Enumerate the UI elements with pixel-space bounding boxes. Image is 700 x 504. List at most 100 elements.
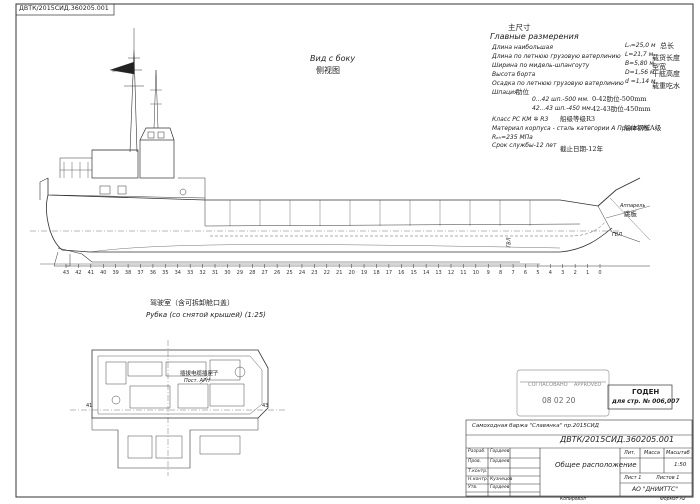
title-name-1: Гордеев [490,459,510,464]
dim-row-val-1: L=21,7 м [625,51,654,58]
spacing-label-ru: Шпация [492,89,518,96]
side-view-label-cn: 侧视图 [316,66,340,75]
frame-number: 18 [373,270,379,276]
dim-row-val-4: d =1,14 м [625,78,656,85]
frame-number: 20 [348,270,354,276]
frame-number: 41 [88,270,94,276]
corner-code-box [15,3,115,16]
frame-number: 0 [598,270,601,276]
frame-number: 36 [150,270,156,276]
service-ru: Срок службы-12 лет [492,142,557,149]
title-sheet: Лист 1 [624,475,642,481]
dim-row-cn-1: 载货长度 [652,54,680,62]
frame-number: 43 [63,270,69,276]
stamp-line2: APPROVED [574,382,602,388]
title-h-mass: Масса [644,450,660,456]
frame-number: 24 [299,270,305,276]
dim-row-cn-4: 载重吃水 [652,82,680,90]
spacing-line-2: 42...43 шп.-450 мм. [532,105,593,112]
frame-number: 19 [361,270,367,276]
goden-text: ГОДЕН [632,388,660,396]
frame-number: 4 [549,270,552,276]
frame-number: 6 [524,270,527,276]
spacing-line-1: 0...42 шп.-500 мм. [532,96,589,103]
spacing-label-cn: 肋位 [516,88,529,96]
frame-number: 29 [237,270,243,276]
material-cn: 船体钢板A级 [624,124,662,132]
kop-label: Копировал [560,497,586,502]
dim-row-ru-4: Осадка по летнюю грузовую ватерлинию [492,80,624,87]
format-label: Формат А2 [660,497,686,502]
service-cn: 截止日期-12年 [560,145,603,153]
spacing-line-2-cn: 42-43肋位-450mm [592,105,651,113]
wheelhouse-note-cn: 插拔电缆插座子 [180,371,219,377]
goden-stamp [607,384,673,410]
dim-row-val-0: Lₙ=25,0 м [625,42,656,49]
frame-number: 35 [162,270,168,276]
apparel-label-ru: Аппарель [620,203,646,209]
frame-number: 34 [175,270,181,276]
dim-row-ru-0: Длина наибольшая [492,44,553,51]
title-role-4: Утв. [468,485,478,490]
title-name-4: Гордеев [490,485,510,490]
side-view-label-ru: Вид с боку [310,54,356,63]
stamp-line1: СОГЛАСОВАНО [528,382,568,388]
wheelhouse-frame-right: 43 [262,403,269,409]
reh-value: Rₑₕ=235 МПа [492,134,533,141]
class-cn: 船级等级R3 [560,115,596,123]
class-ru: Класс РС КМ ✲ R3 [492,116,549,123]
frame-number: 12 [448,270,454,276]
frame-number: 25 [286,270,292,276]
frame-number: 1 [586,270,589,276]
frame-number: 28 [249,270,255,276]
wheelhouse-title-cn: 驾驶室（含可拆卸舱口盖） [150,299,234,307]
wheelhouse-note-ru: Пост. АРН [184,378,210,384]
side-view-hull [30,28,651,267]
spacing-line-1-cn: 0-42肋位-500mm [592,95,647,103]
corner-code: ДВТК/2015СИД.360205.001 [19,5,109,12]
title-scale: 1:50 [674,462,687,468]
midship-mark: ГВЛ [506,237,513,248]
frame-number: 38 [125,270,131,276]
wheelhouse-title-ru: Рубка (со снятой крышей) (1:25) [146,311,266,319]
title-role-3: Н.контр. [468,477,489,482]
dim-row-cn-0: 总长 [660,42,674,50]
frame-number: 31 [212,270,218,276]
dim-row-ru-2: Ширина по мидель-шпангоуту [492,62,590,69]
frame-number: 10 [473,270,479,276]
apparel-label-cn: 跳板 [624,210,637,218]
title-shipyard: Самоходная баржа "Славянка" пр.2015СИД [472,423,599,429]
frame-number: 40 [100,270,106,276]
dimensions-title-ru: Главные размерения [490,32,579,41]
dim-row-val-3: D=1,56 м [625,69,655,76]
frame-number: 13 [435,270,441,276]
frame-number: 23 [311,270,317,276]
dim-row-ru-3: Высота борта [492,71,536,78]
frame-number: 2 [574,270,577,276]
title-sheets: Листов 1 [656,475,680,481]
frame-number: 30 [224,270,230,276]
dimensions-title-cn: 主尺寸 [508,23,531,32]
frame-number: 33 [187,270,193,276]
frame-number: 5 [536,270,539,276]
frame-number: 22 [324,270,330,276]
frame-number: 3 [561,270,564,276]
title-org: АО "ДНИИТТС" [632,486,678,493]
frame-number: 11 [460,270,466,276]
title-block [465,419,693,497]
gvl-label: ГВЛ [612,232,622,238]
dim-row-val-2: B=5,80 м [625,60,654,67]
frame-number: 7 [511,270,514,276]
drawing-frame [15,3,694,498]
title-h-scale: Масштаб [666,450,690,456]
frame-number: 17 [386,270,392,276]
material-ru: Материал корпуса - сталь категории А Пра… [492,125,651,132]
title-name-0: Гордеев [490,449,510,454]
title-doc-no: ДВТК/2015СИД.360205.001 [560,435,675,444]
frame-number: 15 [411,270,417,276]
approval-stamp [516,369,610,417]
frame-number: 14 [423,270,429,276]
frame-number: 39 [112,270,118,276]
